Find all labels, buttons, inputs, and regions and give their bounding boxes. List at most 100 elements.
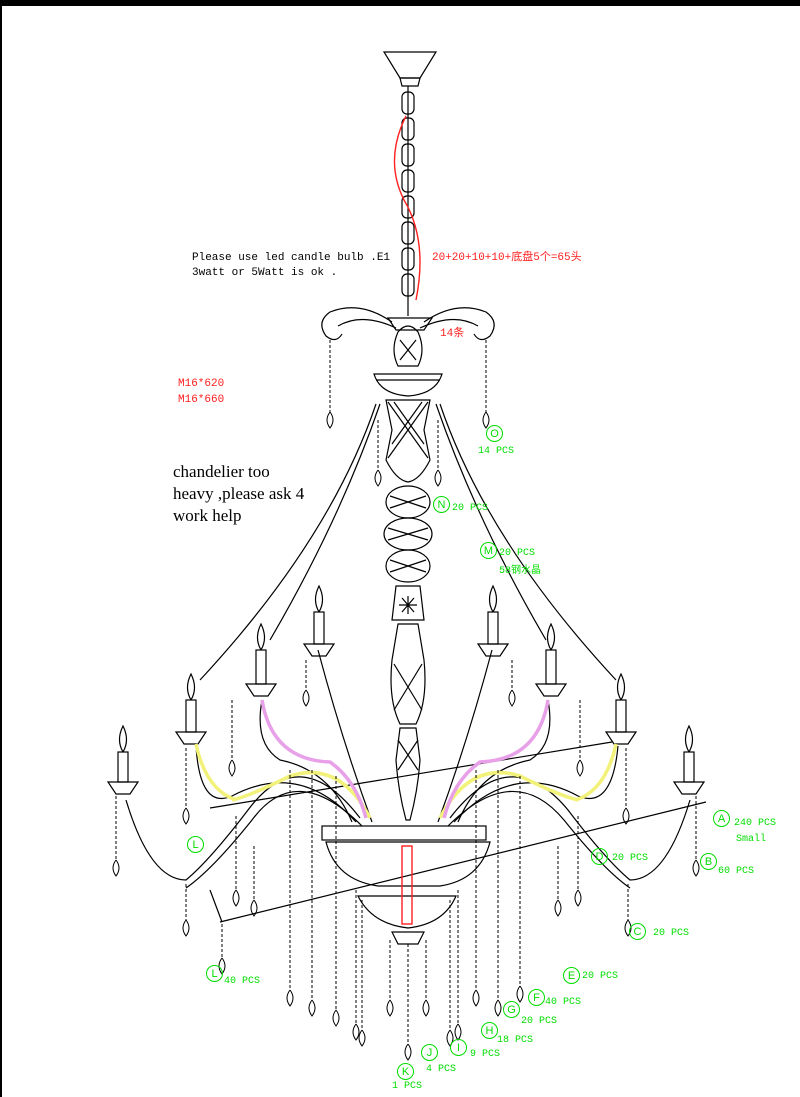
- crystal-drop: [692, 859, 700, 877]
- callout-a-size: Small: [736, 834, 767, 845]
- callout-c-marker: C: [629, 923, 646, 940]
- callout-h-marker: H: [481, 1022, 498, 1039]
- heavy-note-line-3: work help: [173, 506, 242, 525]
- column-star: [391, 585, 425, 621]
- red-rod: [401, 845, 413, 925]
- crystal-drop: [326, 411, 334, 429]
- head-count-formula: 20+20+10+10+底盘5个=65头: [432, 252, 582, 264]
- callout-i-count: 9 PCS: [470, 1049, 501, 1060]
- callout-e-count: 20 PCS: [582, 971, 619, 982]
- crown-arm-left: [321, 307, 393, 341]
- crystal-drop: [434, 469, 442, 487]
- main-bowl: [325, 841, 491, 887]
- crystal-drop: [232, 889, 240, 907]
- callout-d-marker: D: [591, 848, 608, 865]
- callout-m-material: 58钢水晶: [499, 566, 542, 577]
- callout-o-count: 14 PCS: [478, 446, 515, 457]
- crystal-drop: [574, 889, 582, 907]
- crystal-drop: [472, 989, 480, 1007]
- crystal-drop: [374, 469, 382, 487]
- crystal-drop: [576, 759, 584, 777]
- ceiling-canopy: [382, 51, 438, 79]
- arm-upper-right: [457, 699, 551, 823]
- crystal-drop: [454, 1023, 462, 1041]
- rod-spec-620: M16*620: [178, 378, 225, 390]
- candle-group: [106, 584, 706, 795]
- crystal-drop: [622, 807, 630, 825]
- heavy-note-line-1: chandelier too: [173, 462, 270, 481]
- crown-bowl: [373, 373, 443, 397]
- bottom-finial: [391, 931, 425, 945]
- callout-b-count: 60 PCS: [718, 866, 755, 877]
- crystal-drop: [182, 807, 190, 825]
- column-egg-3: [385, 549, 431, 583]
- callout-m-marker: M: [480, 542, 497, 559]
- arm-upper-left: [259, 699, 353, 823]
- crystal-drop: [302, 689, 310, 707]
- crystal-drop: [482, 411, 490, 429]
- callout-b-marker: B: [700, 853, 717, 870]
- crystal-drop: [228, 759, 236, 777]
- crystal-drop: [112, 859, 120, 877]
- crown-arm-right: [423, 307, 495, 341]
- chandelier-static: [106, 51, 707, 945]
- bowl-rim: [321, 825, 487, 841]
- crystal-drop: [250, 899, 258, 917]
- callout-j-marker: J: [421, 1044, 438, 1061]
- column-upper: [385, 399, 431, 483]
- callout-f-count: 40 PCS: [545, 997, 582, 1008]
- callout-c-count: 20 PCS: [653, 928, 690, 939]
- column-lower: [390, 623, 426, 725]
- callout-m-count: 20 PCS: [499, 548, 536, 559]
- crystal-drop: [352, 1023, 360, 1041]
- bulb-note-line-1: Please use led candle bulb .E1: [192, 252, 391, 264]
- crystal-drop: [308, 999, 316, 1017]
- callout-o-marker: O: [486, 425, 503, 442]
- arm-lower-left: [125, 776, 361, 881]
- left-border: [0, 0, 2, 1097]
- top-crown: [386, 317, 434, 331]
- callout-n-count: 20 PCS: [452, 503, 489, 514]
- arm-highlight-pink-right: [442, 699, 550, 819]
- callout-g-marker: G: [503, 1001, 520, 1018]
- callout-l-count: 40 PCS: [224, 976, 261, 987]
- bulb-note-line-2: 3watt or 5Watt is ok .: [192, 267, 338, 279]
- callout-i-marker: I: [450, 1039, 467, 1056]
- callout-g-count: 20 PCS: [521, 1016, 558, 1027]
- callout-l-arm-marker: L: [187, 836, 204, 853]
- crystal-strands: [112, 340, 700, 1061]
- callout-k-count: 1 PCS: [392, 1081, 423, 1092]
- crystal-drop: [404, 1043, 412, 1061]
- arm-lower-right: [449, 776, 691, 881]
- guide-wire-left: [199, 403, 377, 681]
- lower-bowl: [357, 895, 457, 929]
- crystal-drop: [422, 999, 430, 1017]
- crystal-drop: [332, 1009, 340, 1027]
- crystal-drop: [386, 999, 394, 1017]
- crystal-drop: [508, 689, 516, 707]
- arms-count-note: 14条: [440, 328, 465, 340]
- arm-highlight-yellow-right: [438, 770, 579, 819]
- callout-f-marker: F: [528, 989, 545, 1006]
- crystal-drop: [286, 989, 294, 1007]
- callout-d-count: 20 PCS: [612, 853, 649, 864]
- crystal-drop: [182, 919, 190, 937]
- red-wire: [393, 115, 421, 925]
- callout-e-marker: E: [563, 967, 580, 984]
- callout-n-marker: N: [433, 496, 450, 513]
- crystal-drop: [494, 999, 502, 1017]
- arm-highlight-yellow-left: [231, 770, 372, 819]
- arm-highlight-pink-left: [260, 699, 368, 819]
- rod-spec-660: M16*660: [178, 394, 225, 406]
- arm-highlights: [194, 699, 618, 819]
- callout-j-count: 4 PCS: [426, 1064, 457, 1075]
- callout-h-count: 18 PCS: [497, 1035, 534, 1046]
- hanging-chain: [401, 86, 415, 316]
- top-border: [0, 0, 800, 6]
- heavy-note-line-2: heavy ,please ask 4: [173, 484, 305, 503]
- callout-a-marker: A: [713, 810, 730, 827]
- crystal-drop: [516, 985, 524, 1003]
- callout-k-marker: K: [397, 1063, 414, 1080]
- callout-a-count: 240 PCS: [734, 818, 777, 829]
